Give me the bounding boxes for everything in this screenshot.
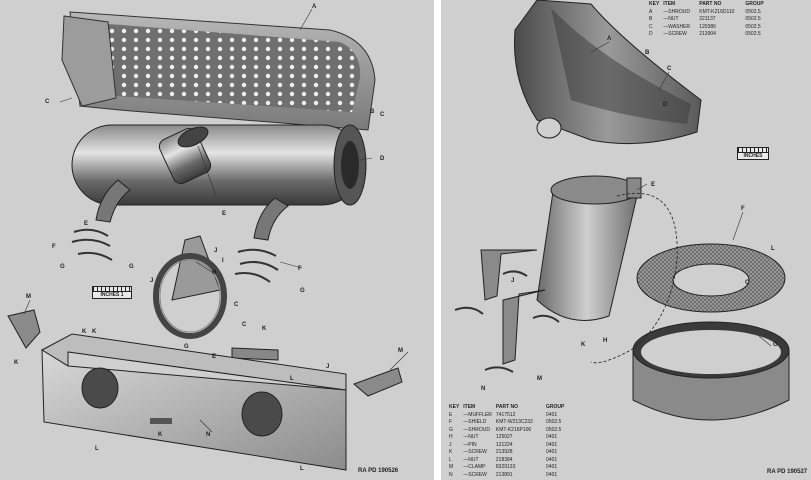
table-row: C —WASHER 120386 0502.5	[649, 23, 761, 30]
left-exploded-view: A B C C D E E F F G G G H I J J K K K K …	[7, 4, 409, 472]
callout-b: B	[370, 109, 375, 115]
callout-n: N	[206, 432, 210, 438]
callout-d: D	[380, 156, 385, 162]
left-page: A B C C D E E F F G G G H I J J K K K K …	[0, 0, 434, 480]
callout-m: M	[398, 348, 403, 354]
callout-j: J	[511, 278, 514, 284]
callout-n: N	[481, 386, 485, 392]
parts-table-top: KEY ITEM PART NO GROUP A —SHROUD KMT-K21…	[649, 1, 768, 39]
callout-c: C	[45, 99, 50, 105]
callout-k: K	[82, 329, 87, 335]
right-exploded-view: A B C D E F G H J K L M N C	[454, 0, 790, 421]
callout-g: G	[300, 288, 305, 294]
callout-m: M	[26, 294, 31, 300]
leader-lines	[23, 8, 409, 433]
callout-g: G	[773, 342, 778, 348]
mounting-channel	[40, 333, 347, 471]
table-row: A —SHROUD KMT-K216D110 0502.5	[649, 8, 761, 15]
callout-k: K	[158, 432, 163, 438]
callout-l: L	[771, 246, 775, 252]
callout-b: B	[645, 50, 650, 56]
inch-scale: INCHES	[737, 147, 769, 160]
muffler-vertical	[480, 175, 642, 365]
callout-c: C	[242, 322, 247, 328]
callout-labels-right: A B C D E F G H J K L M N C	[481, 36, 778, 392]
callout-c: C	[667, 66, 672, 72]
callout-g: G	[184, 344, 189, 350]
clamps-right	[454, 270, 560, 373]
callout-m: M	[537, 376, 542, 382]
table-header: KEY ITEM PART NO GROUP	[649, 1, 764, 7]
callout-j: J	[326, 364, 329, 370]
right-page: A B C D E F G H J K L M N C KEY ITEM PAR…	[441, 0, 811, 480]
clamps	[71, 228, 279, 283]
callout-c: C	[380, 112, 385, 118]
callout-f: F	[298, 266, 302, 272]
callout-j: J	[214, 248, 217, 254]
table-row: B —NUT 221137 0502.5	[649, 16, 761, 22]
perforated-shroud	[61, 11, 376, 131]
callout-g: G	[60, 264, 65, 270]
callout-l: L	[300, 466, 304, 472]
callout-a: A	[607, 36, 612, 42]
callout-l: L	[95, 446, 99, 452]
table-row: D —SCREW 213904 0502.5	[649, 31, 761, 37]
leader-lines-right	[590, 41, 772, 347]
callout-k: K	[581, 342, 586, 348]
callout-a: A	[312, 4, 317, 10]
callout-f: F	[741, 206, 745, 212]
callout-labels: A B C C D E E F F G G G H I J J K K K K …	[14, 4, 403, 472]
shield-ring	[636, 243, 786, 313]
callout-d: D	[663, 102, 668, 108]
callout-e: E	[651, 182, 655, 188]
muffler-cylinder	[71, 124, 367, 241]
band-shroud	[632, 321, 790, 421]
end-cap-right	[353, 367, 403, 397]
ring-bracket	[153, 235, 227, 339]
callout-k: K	[14, 360, 19, 366]
callout-h: H	[603, 338, 607, 344]
callout-e: E	[84, 221, 88, 227]
callout-i: I	[222, 258, 224, 264]
callout-k: K	[262, 326, 267, 332]
end-cap-left	[7, 309, 41, 349]
figure-id: RA PD 190526	[358, 468, 399, 474]
callout-e: E	[222, 211, 226, 217]
callout-e: E	[212, 354, 216, 360]
callout-j: J	[150, 278, 153, 284]
callout-f: F	[52, 244, 56, 250]
inch-scale: INCHES 1	[92, 286, 132, 299]
hood-shroud	[514, 0, 702, 145]
callout-k: K	[92, 329, 97, 335]
figure-id: RA PD 190527	[767, 469, 808, 475]
callout-c: C	[745, 280, 750, 286]
callout-l: L	[290, 376, 294, 382]
callout-h: H	[212, 270, 216, 276]
table-header: KEY ITEM PART NO GROUP	[449, 404, 565, 410]
callout-g: G	[129, 264, 134, 270]
callout-c: C	[234, 302, 239, 308]
